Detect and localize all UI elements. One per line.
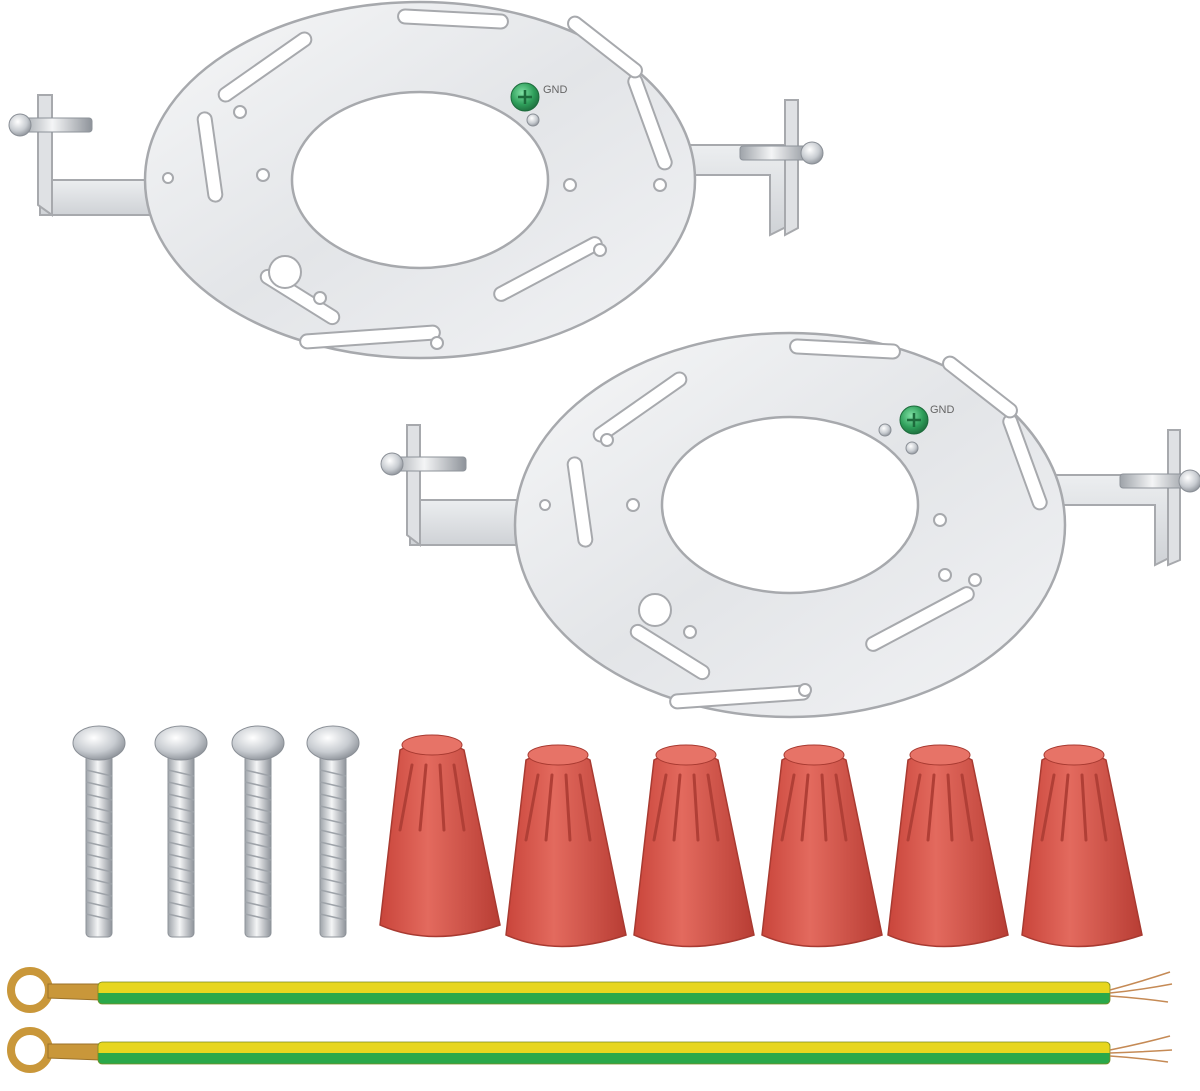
wire-nut-6 xyxy=(1021,744,1143,948)
bracket-left xyxy=(8,94,161,217)
mounting-plate-2: GND xyxy=(380,331,1200,719)
bracket-left xyxy=(380,424,531,548)
machine-screw-4 xyxy=(306,725,360,938)
wire-nut-5 xyxy=(887,744,1009,948)
wire-nut-2 xyxy=(505,744,627,948)
wire-nut-1 xyxy=(379,734,501,938)
machine-screws xyxy=(72,725,360,938)
ground-wire-1 xyxy=(7,967,1173,1013)
machine-screw-3 xyxy=(231,725,285,938)
bracket-right xyxy=(1039,429,1200,567)
wire-nut-3 xyxy=(633,744,755,948)
machine-screw-1 xyxy=(72,725,126,938)
machine-screw-2 xyxy=(154,725,208,938)
ring-plate: GND xyxy=(513,331,1067,719)
wire-nuts xyxy=(379,734,1143,948)
wire-nut-4 xyxy=(761,744,883,948)
mounting-plate-1: GND xyxy=(8,0,824,360)
gnd-marking: GND xyxy=(543,84,568,96)
ground-wire-2 xyxy=(7,1027,1173,1073)
ring-plate: GND xyxy=(143,0,697,360)
gnd-marking: GND xyxy=(930,404,955,416)
